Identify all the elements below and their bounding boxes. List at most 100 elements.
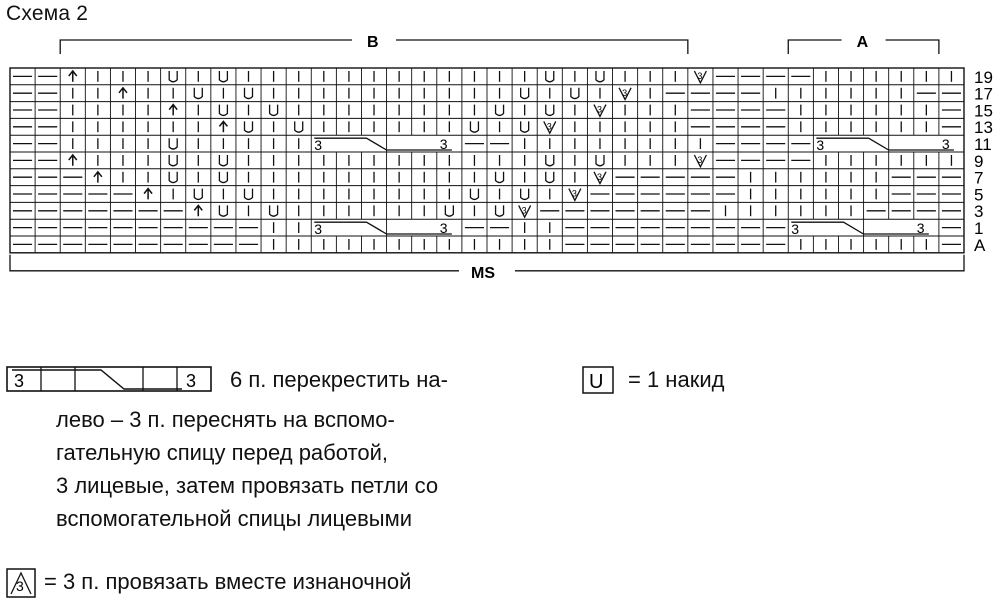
yarn-over-symbol [494, 205, 505, 217]
cable-num-left: 3 [314, 137, 322, 153]
p3tog-num: 3 [597, 172, 602, 182]
legend-cable-line-3: гательную спицу перед работой, [56, 440, 388, 465]
yarn-over-symbol [570, 87, 580, 100]
cable-symbol [314, 137, 452, 151]
cable-num-left: 3 [314, 221, 322, 237]
yarn-over-symbol [218, 171, 229, 184]
decrease-symbol [68, 69, 78, 82]
yarn-over-symbol [218, 205, 229, 217]
yarn-over-symbol [168, 155, 178, 167]
yarn-over-symbol [243, 121, 254, 133]
row-number-1: 1 [974, 219, 983, 238]
yarn-over-symbol [494, 171, 505, 184]
row-number-13: 13 [974, 118, 993, 137]
decrease-symbol [193, 204, 203, 217]
decrease-symbol [143, 187, 153, 200]
yarn-over-symbol [168, 171, 178, 184]
row-number-9: 9 [974, 152, 983, 171]
cable-num-right: 3 [440, 220, 448, 236]
yarn-over-symbol [218, 71, 229, 83]
decrease-symbol [218, 120, 228, 133]
decrease-symbol [168, 103, 178, 116]
repeat-b-label: B [367, 34, 379, 51]
p3tog-symbol [518, 205, 532, 219]
row-number-5: 5 [974, 185, 983, 204]
yarn-over-symbol [520, 121, 530, 133]
yarn-over-symbol [243, 188, 254, 201]
p3tog-symbol [543, 121, 557, 135]
yarn-over-symbol [545, 171, 555, 184]
cable-num-left: 3 [791, 221, 799, 237]
legend-cable-line-4: 3 лицевые, затем провязать петли со [56, 473, 439, 498]
yarn-over-symbol [520, 188, 530, 201]
p3tog-symbol [593, 171, 607, 186]
decrease-symbol [93, 170, 103, 183]
yarn-over-symbol [268, 205, 279, 217]
repeat-ms-label-bg [459, 260, 515, 281]
legend-p3tog-num: 3 [16, 578, 24, 594]
cable-symbol [314, 221, 452, 235]
legend-yarn-over-glyph: U [589, 371, 603, 393]
row-number-11: 11 [974, 135, 992, 154]
legend-cable-line-2: лево – 3 п. переснять на вспомо- [56, 407, 395, 432]
cable-num-left: 3 [816, 137, 824, 153]
legend-cable-line-5: вспомогательной спицы лицевыми [56, 506, 413, 531]
row-number-7: 7 [974, 169, 983, 188]
p3tog-num: 3 [622, 88, 627, 98]
decrease-symbol [118, 86, 128, 99]
cable-symbol [791, 221, 929, 235]
p3tog-symbol [693, 70, 707, 85]
repeat-b-label-bg [352, 30, 397, 50]
yarn-over-symbol [595, 155, 605, 167]
row-number-15: 15 [974, 101, 993, 120]
yarn-over-symbol [168, 71, 178, 83]
yarn-over-symbol [520, 87, 530, 100]
yarn-over-symbol [545, 71, 555, 83]
yarn-over-symbol [243, 87, 254, 100]
cable-num-right: 3 [440, 136, 448, 152]
yarn-over-symbol [494, 104, 505, 117]
p3tog-symbol [593, 104, 607, 118]
row-number-3: 3 [974, 202, 983, 221]
yarn-over-symbol [218, 155, 229, 167]
p3tog-symbol [618, 87, 632, 102]
row-number-A: A [974, 236, 986, 255]
cable-num-right: 3 [942, 136, 950, 152]
legend-yarn-over-text: = 1 накид [628, 367, 725, 392]
yarn-over-symbol [218, 104, 229, 117]
yarn-over-symbol [469, 121, 480, 133]
decrease-symbol [68, 153, 78, 166]
cable-symbol [816, 137, 954, 151]
p3tog-symbol [568, 188, 582, 202]
legend-p3tog-symbol: 3 [6, 568, 36, 598]
p3tog-num: 3 [522, 205, 527, 215]
yarn-over-symbol [545, 104, 555, 117]
yarn-over-symbol [193, 188, 203, 201]
legend-cable-right-num: 3 [186, 371, 196, 391]
p3tog-num: 3 [597, 105, 602, 115]
repeat-ms-label: MS [471, 265, 495, 282]
yarn-over-symbol [444, 205, 454, 217]
yarn-over-symbol [545, 155, 555, 167]
legend-cable-line-1: 6 п. перекрестить на- [230, 367, 448, 392]
scheme-title: Схема 2 [6, 2, 89, 25]
legend-cable-symbol: 3 3 [6, 366, 212, 392]
row-number-17: 17 [974, 85, 993, 104]
row-number-19: 19 [974, 68, 993, 87]
p3tog-symbol [693, 154, 707, 169]
legend-cable-left-num: 3 [14, 371, 24, 391]
yarn-over-symbol [469, 188, 480, 201]
legend-yarn-over-symbol: U [582, 366, 614, 394]
legend-p3tog-text: = 3 п. провязать вместе изнаночной [44, 569, 412, 594]
p3tog-num: 3 [697, 71, 702, 81]
repeat-a-label: A [857, 34, 869, 51]
p3tog-num: 3 [572, 189, 577, 199]
yarn-over-symbol [595, 71, 605, 83]
p3tog-num: 3 [697, 155, 702, 165]
cable-num-right: 3 [917, 220, 925, 236]
yarn-over-symbol [268, 104, 279, 117]
p3tog-num: 3 [547, 121, 552, 131]
repeat-a-label-bg [841, 30, 886, 50]
yarn-over-symbol [168, 138, 178, 150]
